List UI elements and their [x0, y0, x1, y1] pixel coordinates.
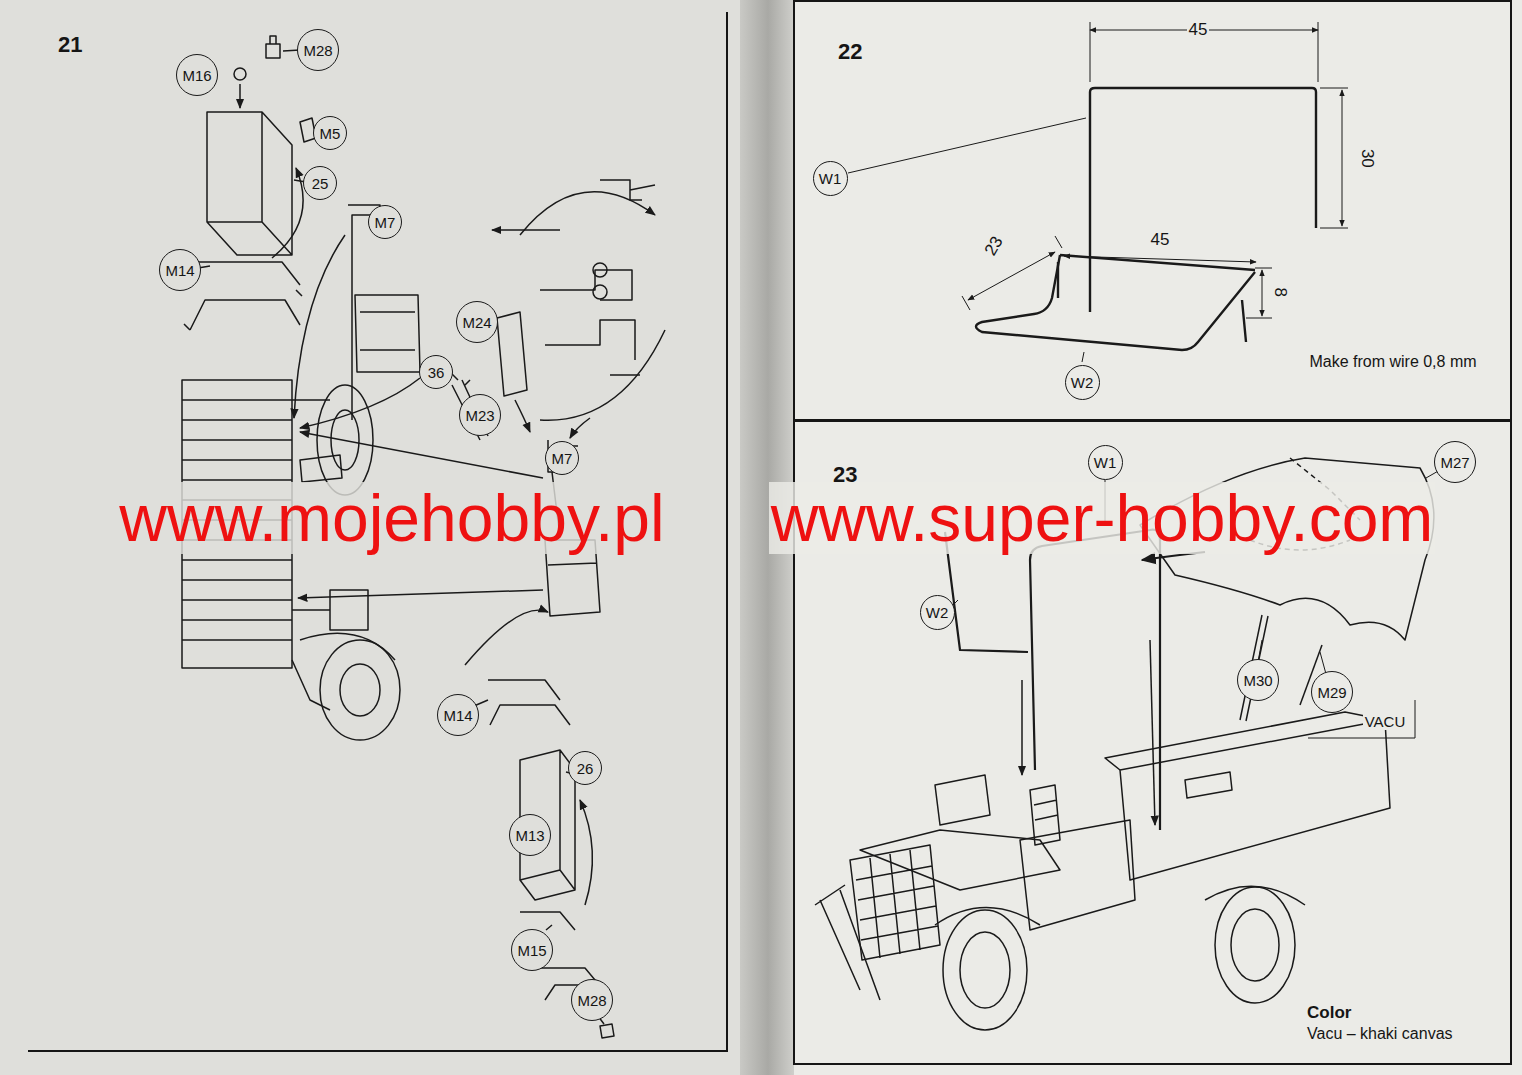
callout-text: 36: [428, 365, 445, 380]
callout-text: M5: [320, 126, 341, 141]
callout-text: M28: [303, 43, 332, 58]
callout-number: M7: [368, 205, 402, 239]
callout-number: M27: [1434, 441, 1476, 483]
callout-text: M15: [517, 943, 546, 958]
callout-text: M27: [1440, 455, 1469, 470]
callout-text: W2: [926, 605, 949, 620]
callout-text: 26: [577, 761, 594, 776]
callout-number: M7: [545, 441, 579, 475]
callout-text: M16: [182, 68, 211, 83]
color-heading: Color: [1305, 1004, 1353, 1023]
color-note: Vacu – khaki canvas: [1305, 1025, 1455, 1043]
callout-text: M14: [443, 708, 472, 723]
callout-number: M29: [1311, 671, 1353, 713]
callout-text: M7: [552, 451, 573, 466]
callout-text: M23: [465, 408, 494, 423]
dimension: 30: [1357, 147, 1376, 170]
step-number: 21: [58, 33, 82, 57]
callout-number: 25: [303, 166, 337, 200]
callout-number: W2: [920, 595, 955, 630]
callout-number: W1: [813, 161, 848, 196]
callout-number: M14: [159, 249, 201, 291]
dimension: 23: [980, 231, 1008, 260]
callout-text: W1: [1094, 455, 1117, 470]
callout-number: 26: [568, 751, 602, 785]
callout-number: M16: [176, 54, 218, 96]
callout-number: M23: [459, 394, 501, 436]
callout-number: M30: [1237, 659, 1279, 701]
watermark: www.super-hobby.com: [769, 482, 1436, 555]
dimension: 45: [1187, 21, 1210, 40]
watermark: www.mojehobby.pl: [117, 482, 666, 555]
callout-text: M29: [1317, 685, 1346, 700]
callout-number: W1: [1088, 445, 1123, 480]
callout-number: 36: [419, 355, 453, 389]
callout-text: M24: [462, 315, 491, 330]
callout-text: M13: [515, 828, 544, 843]
step-number: 22: [838, 40, 862, 64]
callout-number: M14: [437, 694, 479, 736]
callout-number: M15: [511, 929, 553, 971]
callout-number: M5: [313, 116, 347, 150]
callout-text: M7: [375, 215, 396, 230]
dimension: 8: [1271, 285, 1290, 298]
part-label: VACU: [1363, 714, 1408, 731]
callout-number: M28: [297, 29, 339, 71]
step-22-drawing: [848, 22, 1348, 362]
callout-text: M28: [577, 993, 606, 1008]
callout-number: W2: [1065, 365, 1100, 400]
note: Make from wire 0,8 mm: [1307, 353, 1478, 371]
callout-text: W1: [819, 171, 842, 186]
callout-number: M28: [571, 979, 613, 1021]
dimension: 45: [1149, 231, 1172, 250]
callout-text: M14: [165, 263, 194, 278]
callout-number: M13: [509, 814, 551, 856]
callout-text: 25: [312, 176, 329, 191]
callout-text: M30: [1243, 673, 1272, 688]
callout-text: W2: [1071, 375, 1094, 390]
callout-number: M24: [456, 301, 498, 343]
